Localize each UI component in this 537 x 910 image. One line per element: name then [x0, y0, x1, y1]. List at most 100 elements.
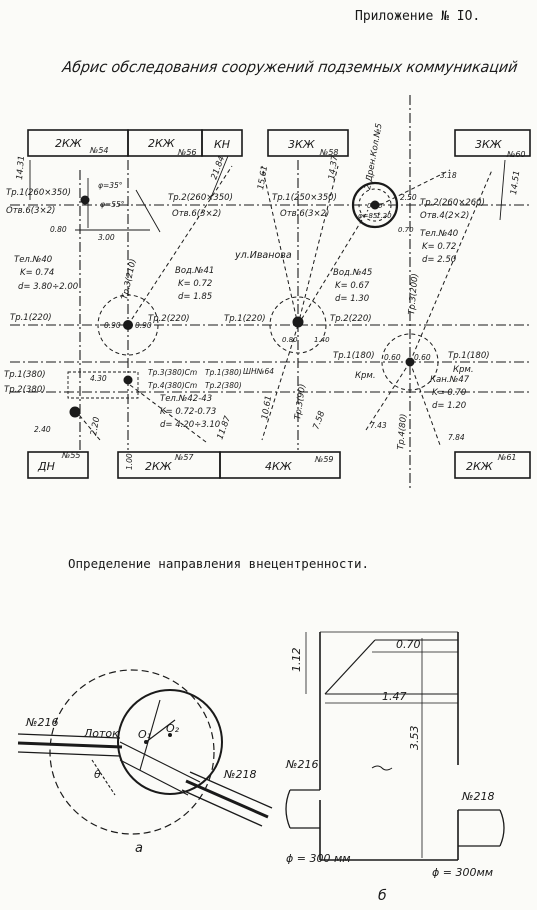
dimension-lines-top — [29, 155, 506, 233]
label-3kzh: 3КЖ — [475, 138, 503, 151]
link-right-down2 — [409, 361, 441, 446]
label-2kzh: 2КЖ — [145, 460, 173, 473]
well-hatch-topleft — [80, 195, 90, 205]
label-tel43: Тел.№42-43 — [160, 394, 212, 404]
top-diagram-labels: Тр.1(260×350) Отв.6(3×2) Тр.2(260×350) О… — [4, 188, 490, 430]
well-circle-dren — [351, 181, 399, 229]
label-no59: №59 — [314, 455, 334, 464]
center-o2 — [168, 733, 172, 737]
label-d250: d= 2.50 — [422, 255, 456, 265]
well-hatch-right — [405, 357, 415, 367]
link-tr2-diag — [127, 165, 233, 326]
right-pipe-section — [458, 809, 505, 847]
label-tr2-220-left: Тр.2(220) — [148, 314, 190, 324]
building-kn — [201, 129, 243, 157]
label-tr3-380-sm: Тр.3(380)Cm — [148, 368, 197, 377]
section-title: Определение направления внецентренности. — [68, 556, 369, 571]
label-2kzh: 2КЖ — [148, 137, 176, 150]
link-tr1b-diag — [297, 165, 339, 326]
label-otv4: Отв.4(2×2) — [420, 211, 469, 221]
well-circle-left — [97, 294, 159, 356]
label-tr4-80: Тр.4(80) — [396, 413, 409, 450]
label-m080b: 0.80 — [282, 336, 298, 344]
label-m250: 2.50 — [400, 193, 417, 202]
label-tel40-right: Тел.№40 — [420, 229, 458, 239]
link-to-dren — [297, 209, 369, 326]
label-no54: №54 — [89, 146, 109, 155]
link-center-down — [261, 324, 299, 441]
outer-dashed-circle — [49, 669, 215, 835]
well-hatch-leftbottom — [69, 406, 81, 418]
label-dn: ДН — [37, 460, 55, 473]
left-pipe-section — [285, 789, 320, 829]
building-dn-55 — [27, 451, 89, 479]
label-m100: 1.00 — [125, 453, 134, 470]
wells — [67, 181, 439, 418]
label-m318: 3.18 — [440, 171, 457, 180]
dashed-rect-430 — [67, 371, 139, 399]
buildings-top — [27, 129, 531, 157]
label-m120: 1.20 — [376, 212, 392, 220]
label-caption-b: б — [378, 888, 387, 904]
label-tr1-220-left: Тр.1(220) — [10, 313, 52, 323]
label-m090c: 0.90 — [367, 202, 383, 210]
label-n218-section: №218 — [461, 790, 494, 803]
sketch-labels: №216 №218 Лоток O₁ O₂ θ а — [25, 716, 256, 856]
label-phi85: φ=85° — [358, 212, 381, 220]
label-k067: K= 0.67 — [335, 281, 370, 291]
label-m743: 7.43 — [370, 421, 387, 430]
tray — [91, 699, 201, 796]
label-tr1-380: Тр.1(380) — [4, 370, 46, 380]
label-d130: d= 1.30 — [335, 294, 369, 304]
label-k074: K= 0.74 — [20, 268, 54, 278]
well-hatch-bottomcenter — [123, 375, 133, 385]
break-mark — [371, 765, 393, 771]
label-d185: d= 1.85 — [178, 292, 212, 302]
label-k072-right: K= 0.72 — [422, 242, 456, 252]
label-070: 0.70 — [396, 638, 421, 651]
label-k073: K= 0.72-0.73 — [160, 407, 216, 417]
label-n216: №216 — [25, 716, 58, 729]
label-phi55: φ=55° — [100, 200, 125, 209]
label-vod45: Вод.№45 — [333, 268, 372, 278]
label-m300: 3.00 — [98, 233, 115, 242]
label-tel40-left: Тел.№40 — [14, 255, 52, 265]
label-m080: 0.80 — [50, 225, 67, 234]
label-tr2-220-mid: Тр.2(220) — [330, 314, 372, 324]
label-m070: 0.70 — [398, 226, 414, 234]
label-phi-left: ϕ = 300 мм — [286, 852, 351, 865]
label-353: 3.53 — [408, 726, 421, 751]
label-k070: K= 0.70 — [432, 388, 466, 398]
label-tr3-210: Тр.3(210) — [120, 258, 138, 301]
label-3kzh: 3КЖ — [288, 138, 316, 151]
small-measures: φ=35° φ=85° φ=55° 3.18 3.00 0.80 0.90 0.… — [34, 171, 465, 470]
label-2kzh: 2КЖ — [466, 460, 494, 473]
label-street: ул.Иванова — [234, 250, 292, 261]
link-tr1-diag — [261, 165, 299, 326]
well-hatch-left — [123, 320, 133, 330]
dim-1451 — [499, 159, 506, 221]
label-m758: 7.58 — [311, 409, 327, 431]
label-kn: КН — [214, 138, 230, 151]
label-k072-mid: K= 0.72 — [178, 279, 212, 289]
label-no55: №55 — [61, 451, 81, 460]
label-m060a: 0.60 — [384, 353, 401, 362]
label-m1431: 14.31 — [15, 155, 27, 180]
label-phi-right: ϕ = 300мм — [432, 866, 493, 879]
label-no58: №58 — [319, 148, 339, 157]
label-caption-a: а — [135, 841, 143, 856]
inner-solid-circle — [117, 689, 223, 795]
building-3kzh-60 — [454, 129, 531, 157]
label-m1561: 15.61 — [256, 165, 270, 191]
right-pipe — [181, 771, 273, 827]
label-no57: №57 — [174, 453, 194, 462]
label-o1: O₁ — [138, 728, 151, 741]
eccentricity-sketch: №216 №218 Лоток O₁ O₂ θ а — [17, 669, 273, 856]
label-112: 1.12 — [290, 648, 303, 673]
link-dren-right — [379, 169, 451, 206]
link-left-down — [129, 384, 207, 443]
building-4kzh-59 — [219, 451, 341, 479]
well-hatch-center — [292, 316, 304, 328]
